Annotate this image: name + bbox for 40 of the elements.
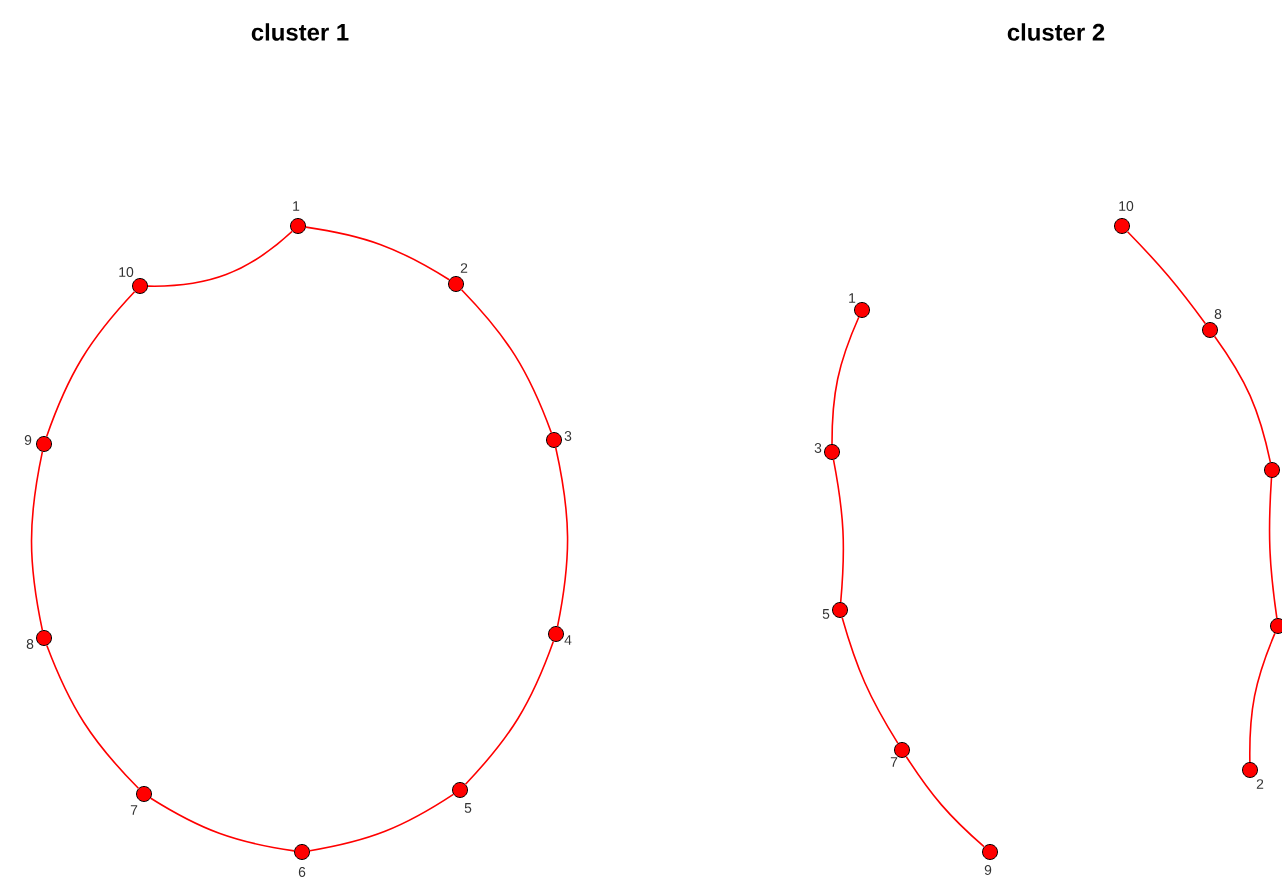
vertex-dot [294, 844, 310, 860]
vertex-dot [132, 278, 148, 294]
vertex-dot [982, 844, 998, 860]
vertex-dot [452, 782, 468, 798]
vertex-dot [1202, 322, 1218, 338]
vertex-dot [548, 626, 564, 642]
edge-line [45, 291, 136, 438]
edge-line [1213, 335, 1272, 463]
edge-line [554, 447, 569, 627]
vertex-dot [448, 276, 464, 292]
vertex-dot [1242, 762, 1258, 778]
vertex-dot [1114, 218, 1130, 234]
vertex-dot [36, 436, 52, 452]
cluster-title: cluster 2 [1007, 23, 1105, 41]
vertex-dot [546, 432, 562, 448]
edge-line [150, 797, 295, 852]
edge-line [309, 793, 455, 852]
edge-line [841, 616, 899, 744]
vertex-dot [290, 218, 306, 234]
vertex-dot [136, 786, 152, 802]
edge-line [1249, 632, 1276, 763]
edge-line [831, 316, 860, 445]
edge-line [1126, 230, 1207, 325]
edge-line [832, 459, 845, 603]
vertex-dot [832, 602, 848, 618]
edge-line [46, 644, 140, 790]
vertex-dot [1270, 618, 1282, 634]
vertex-dot [824, 444, 840, 460]
vertex-dot [1264, 462, 1280, 478]
vertex-dot [894, 742, 910, 758]
vertex-dot [854, 302, 870, 318]
edge-line [30, 451, 44, 631]
cluster-title: cluster 1 [251, 23, 349, 41]
edge-line [147, 230, 293, 287]
edge-line [905, 755, 985, 848]
vertex-dot [36, 630, 52, 646]
edge-line [460, 288, 553, 434]
edge-line [464, 640, 555, 785]
edge-line [305, 226, 451, 281]
edge-line [1268, 477, 1278, 619]
